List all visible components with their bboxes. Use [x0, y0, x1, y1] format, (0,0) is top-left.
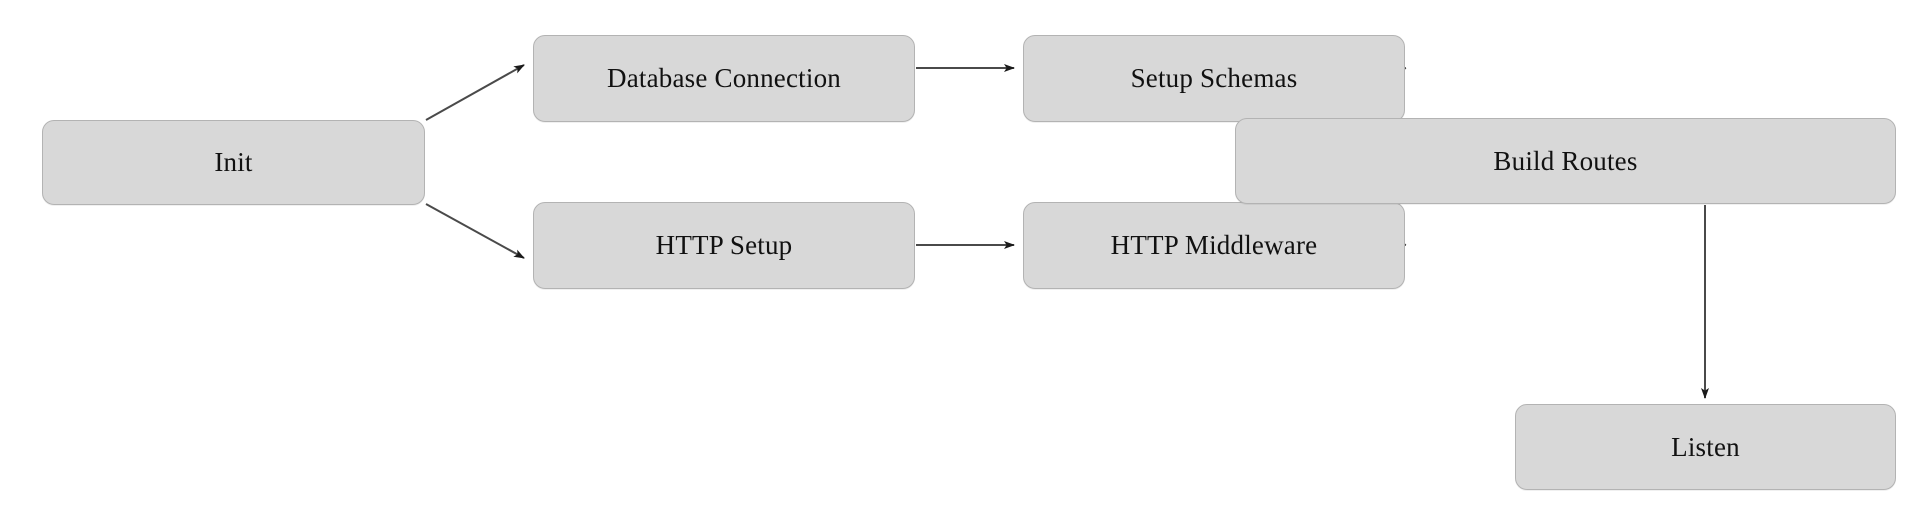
node-build-routes[interactable]: Build Routes [1235, 118, 1896, 204]
edge-init-to-database [425, 64, 525, 121]
node-label-listen: Listen [1671, 431, 1740, 462]
node-listen[interactable]: Listen [1515, 404, 1896, 490]
node-label-database: Database Connection [607, 63, 841, 93]
node-label-schemas: Setup Schemas [1130, 63, 1298, 93]
node-init[interactable]: Init [42, 120, 425, 205]
node-label-init: Init [214, 147, 253, 177]
node-schemas[interactable]: Setup Schemas [1023, 35, 1405, 122]
node-label-http-middleware: HTTP Middleware [1110, 230, 1318, 260]
node-label-http-setup: HTTP Setup [655, 230, 793, 260]
node-http-setup[interactable]: HTTP Setup [533, 202, 915, 289]
node-database[interactable]: Database Connection [533, 35, 915, 122]
node-http-middleware[interactable]: HTTP Middleware [1023, 202, 1405, 289]
node-label-build-routes: Build Routes [1493, 145, 1638, 176]
edge-init-to-http-setup [425, 203, 525, 259]
